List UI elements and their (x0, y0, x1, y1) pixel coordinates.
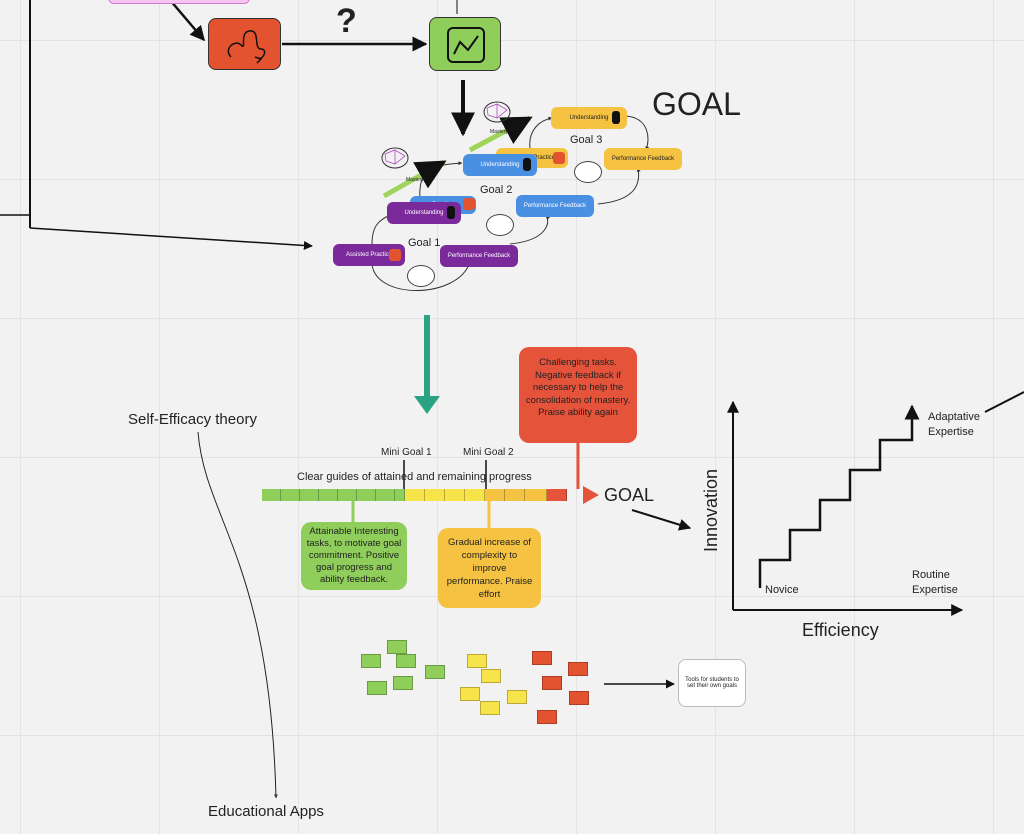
mastery-label-2: Mastery (490, 129, 508, 135)
goal3-understanding-low-node[interactable]: Understanding (463, 154, 537, 176)
network-brain-icon (482, 100, 512, 131)
progress-goal-label: GOAL (604, 485, 655, 505)
line-chart-icon[interactable] (429, 17, 501, 71)
goal-2-label: Goal 2 (480, 184, 513, 196)
mini-sticky-green[interactable] (367, 681, 387, 695)
goal-1-label: Goal 1 (408, 237, 441, 249)
hand-icon (523, 158, 531, 171)
goal3-feedback-node[interactable]: Performance Feedback (604, 148, 682, 170)
hand-icon (612, 111, 620, 124)
routine-expertise-label: Routine Expertise (912, 569, 958, 596)
goal1-feedback-node[interactable]: Performance Feedback (440, 245, 518, 267)
goal2-feedback-node[interactable]: Performance Feedback (516, 195, 594, 217)
brain-icon (574, 161, 602, 183)
goal-title: GOAL (652, 86, 741, 122)
brain-icon (407, 265, 435, 287)
yellow-note[interactable]: Gradual increase of complexity to improv… (438, 528, 541, 608)
tools-note[interactable]: Tools for students to set their own goal… (678, 659, 746, 707)
mini-sticky-red[interactable] (532, 651, 552, 665)
self-efficacy-label: Self-Efficacy theory (128, 411, 257, 428)
robot-icon (553, 152, 565, 164)
mini-sticky-red[interactable] (542, 676, 562, 690)
mini-sticky-green[interactable] (396, 654, 416, 668)
robot-icon (389, 249, 401, 261)
mini-sticky-yellow[interactable] (481, 669, 501, 683)
mini-goal-1-label: Mini Goal 1 (381, 447, 432, 458)
adaptive-expertise-label: Adaptative Expertise (928, 411, 980, 438)
novice-label: Novice (765, 584, 799, 596)
goal-3-label: Goal 3 (570, 134, 603, 146)
brain-icon (486, 214, 514, 236)
robot-icon (463, 198, 475, 210)
educational-apps-label: Educational Apps (208, 803, 324, 820)
mini-sticky-yellow[interactable] (467, 654, 487, 668)
mini-sticky-yellow[interactable] (480, 701, 500, 715)
mini-goal-2-label: Mini Goal 2 (463, 447, 514, 458)
progress-bar (262, 489, 582, 501)
mastery-label-1: Mastery (406, 177, 424, 183)
goal2-understanding-node[interactable]: Understanding (387, 202, 461, 224)
mini-sticky-yellow[interactable] (460, 687, 480, 701)
mini-sticky-red[interactable] (569, 691, 589, 705)
red-note[interactable]: Challenging tasks. Negative feedback if … (519, 347, 637, 443)
progress-guides-label: Clear guides of attained and remaining p… (297, 471, 532, 483)
innovation-axis-label: Innovation (701, 468, 722, 553)
pink-node-edge[interactable] (108, 0, 250, 4)
efficiency-axis-label: Efficiency (802, 620, 879, 640)
squiggle-path-icon[interactable] (208, 18, 281, 70)
hand-icon (447, 206, 455, 219)
green-note[interactable]: Attainable Interesting tasks, to motivat… (301, 522, 407, 590)
mini-sticky-red[interactable] (568, 662, 588, 676)
mini-sticky-green[interactable] (361, 654, 381, 668)
mini-sticky-green[interactable] (393, 676, 413, 690)
progress-arrow-tip (583, 486, 599, 504)
mini-sticky-green[interactable] (425, 665, 445, 679)
question-mark: ? (336, 2, 357, 40)
goal3-understanding-node[interactable]: Understanding (551, 107, 627, 129)
mini-sticky-red[interactable] (537, 710, 557, 724)
mini-sticky-yellow[interactable] (507, 690, 527, 704)
network-brain-icon (380, 146, 410, 177)
goal1-practice-node[interactable]: Assisted Practice (333, 244, 405, 266)
mini-sticky-green[interactable] (387, 640, 407, 654)
